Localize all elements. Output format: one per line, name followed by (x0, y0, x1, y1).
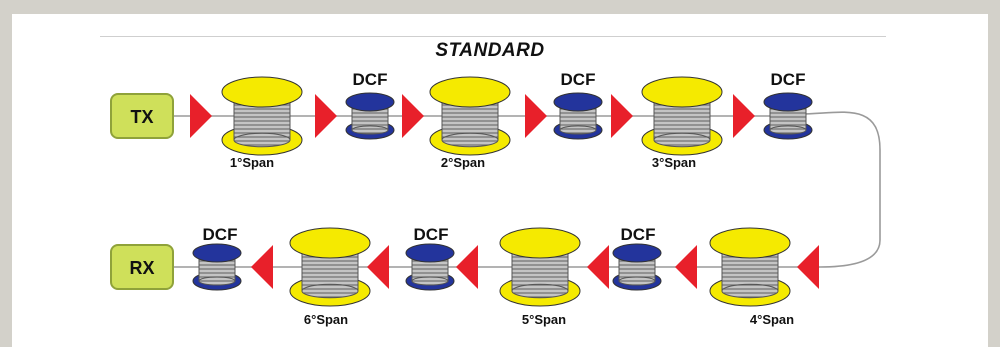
span-3-spool-coil-base (653, 132, 711, 148)
span-1-spool-coil-base (233, 132, 291, 148)
span-2-label: 2°Span (441, 155, 485, 170)
rx-endpoint: RX (110, 244, 174, 290)
span-2-spool (429, 76, 511, 156)
amplifier-5 (611, 94, 633, 138)
amplifier-7 (797, 245, 819, 289)
amplifier-3 (402, 94, 424, 138)
amplifier-2 (315, 94, 337, 138)
span-6-spool-top-flange (289, 227, 371, 259)
span-1-spool-top-flange (221, 76, 303, 108)
span-3-spool (641, 76, 723, 156)
dcf-1-label: DCF (353, 70, 388, 89)
dcf-3-spool (763, 92, 813, 140)
dcf-4-spool-coil-base (618, 276, 656, 286)
span-5-spool (499, 227, 581, 307)
dcf-1-spool-coil-base (351, 125, 389, 135)
span-6-label: 6°Span (304, 312, 348, 327)
dcf-5-label: DCF (414, 225, 449, 244)
rx-endpoint-box (110, 244, 174, 290)
dcf-1-spool (345, 92, 395, 140)
span-4-spool-coil-base (721, 283, 779, 299)
span-1-spool (221, 76, 303, 156)
dcf-4-label: DCF (621, 225, 656, 244)
amplifier-8 (675, 245, 697, 289)
dcf-4-spool (612, 243, 662, 291)
span-5-label: 5°Span (522, 312, 566, 327)
fiber-loop (799, 111, 881, 268)
dcf-5-spool-top-flange (405, 243, 455, 263)
span-6-spool-coil-base (301, 283, 359, 299)
link-nodes: TX1°SpanDCF2°SpanDCF3°SpanDCF4°SpanDCF5°… (110, 70, 819, 327)
span-5-spool-coil-base (511, 283, 569, 299)
span-5-spool-top-flange (499, 227, 581, 259)
dcf-6-spool (192, 243, 242, 291)
top-divider (100, 36, 886, 37)
dcf-2-spool-top-flange (553, 92, 603, 112)
diagram-title: STANDARD (435, 40, 545, 61)
tx-endpoint-box (110, 93, 174, 139)
span-4-spool (709, 227, 791, 307)
span-1-label: 1°Span (230, 155, 274, 170)
amplifier-4 (525, 94, 547, 138)
dcf-2-spool-coil-base (559, 125, 597, 135)
span-4-spool-top-flange (709, 227, 791, 259)
dcf-3-label: DCF (771, 70, 806, 89)
dcf-1-spool-top-flange (345, 92, 395, 112)
span-6-spool (289, 227, 371, 307)
amplifier-6 (733, 94, 755, 138)
dcf-3-spool-top-flange (763, 92, 813, 112)
dcf-2-spool (553, 92, 603, 140)
amplifier-10 (456, 245, 478, 289)
dcf-6-label: DCF (203, 225, 238, 244)
span-3-label: 3°Span (652, 155, 696, 170)
amplifier-12 (251, 245, 273, 289)
dcf-2-label: DCF (561, 70, 596, 89)
amplifier-11 (367, 245, 389, 289)
span-2-spool-coil-base (441, 132, 499, 148)
dcf-6-spool-coil-base (198, 276, 236, 286)
rx-endpoint-label: RX (129, 258, 154, 278)
amplifier-1 (190, 94, 212, 138)
dcf-6-spool-top-flange (192, 243, 242, 263)
tx-endpoint: TX (110, 93, 174, 139)
dcf-5-spool-coil-base (411, 276, 449, 286)
dcf-4-spool-top-flange (612, 243, 662, 263)
span-2-spool-top-flange (429, 76, 511, 108)
span-3-spool-top-flange (641, 76, 723, 108)
tx-endpoint-label: TX (130, 107, 153, 127)
span-4-label: 4°Span (750, 312, 794, 327)
dcf-5-spool (405, 243, 455, 291)
amplifier-9 (587, 245, 609, 289)
dcf-3-spool-coil-base (769, 125, 807, 135)
